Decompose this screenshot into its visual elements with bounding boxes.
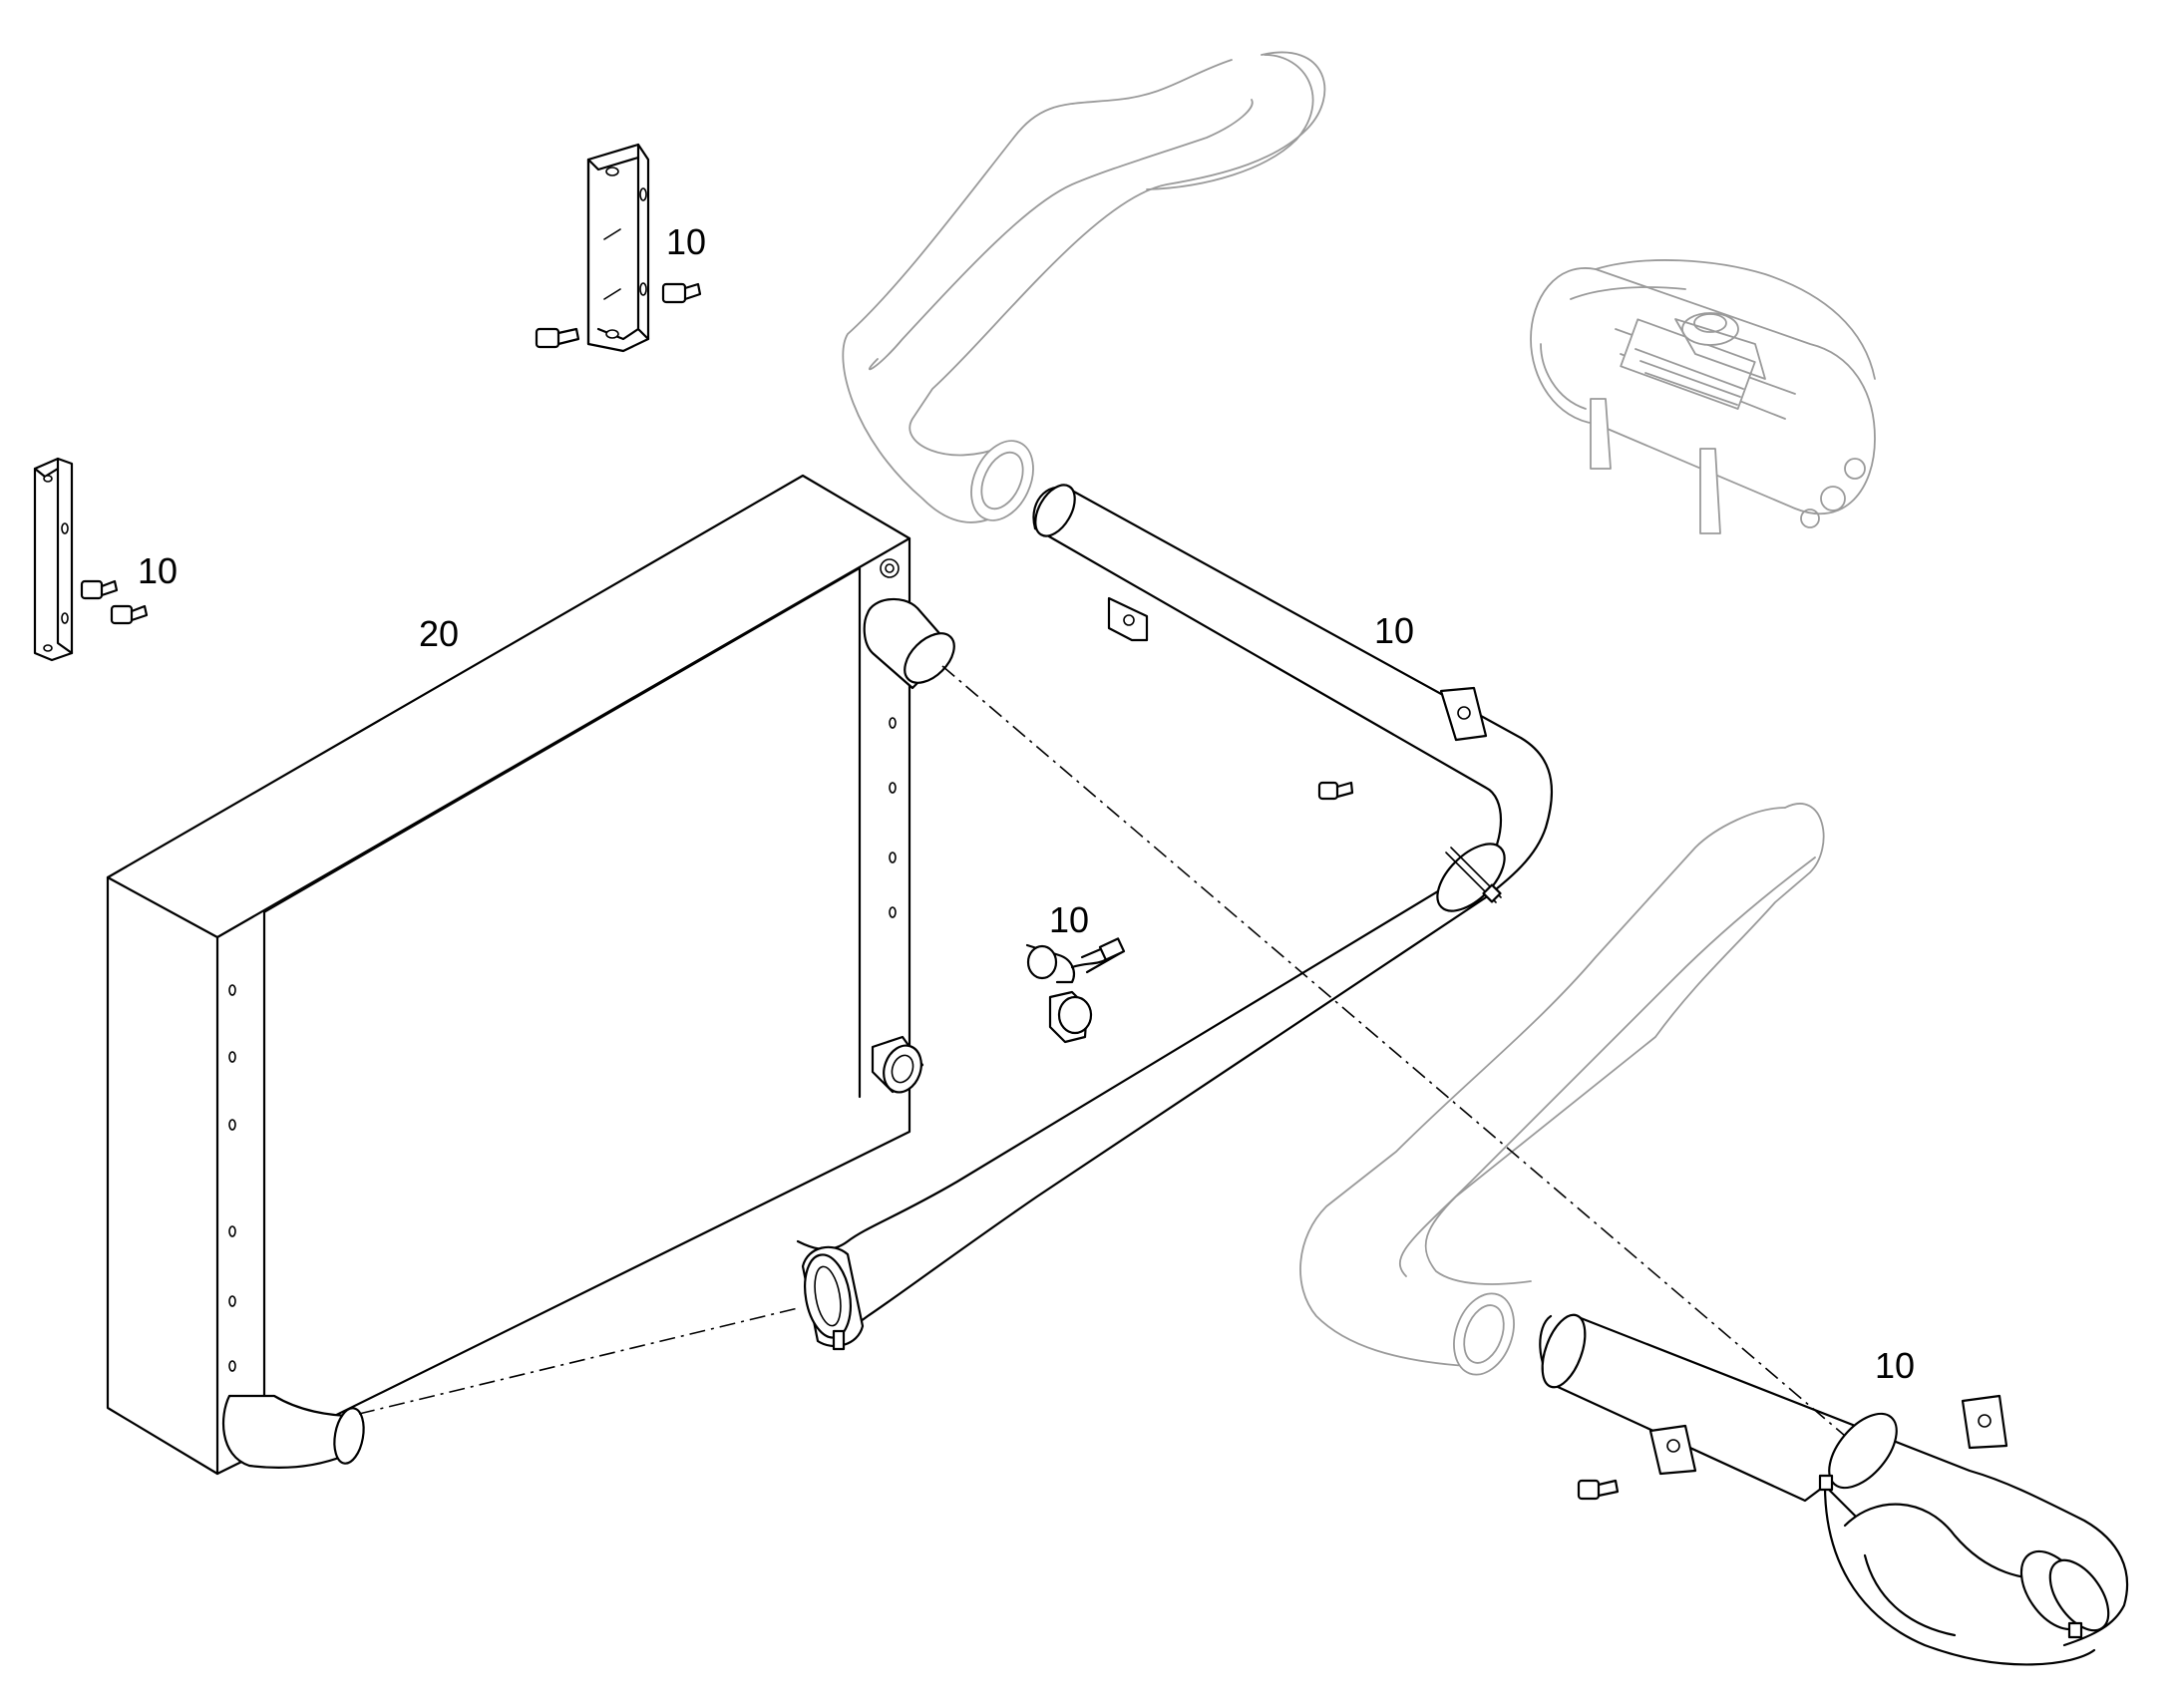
- mounting-bracket-left: [33, 457, 74, 662]
- callout-lower-pipe: 10: [1875, 1345, 1915, 1386]
- upper-coolant-pipe: [796, 484, 1554, 1351]
- bolt-icon: [1317, 781, 1354, 801]
- callout-bracket-top: 10: [666, 221, 706, 262]
- callout-radiator: 20: [419, 613, 459, 654]
- mounting-bracket-top: [586, 143, 650, 353]
- expansion-tank-ghost: [1530, 259, 1876, 534]
- ghost-lower-engine-hose: [1299, 803, 1825, 1376]
- bolt-icon: [80, 579, 119, 600]
- ghost-upper-engine-hose: [842, 51, 1326, 523]
- plug-nut: [1048, 990, 1093, 1044]
- radiator: [106, 474, 955, 1476]
- bolt-icon: [1577, 1479, 1620, 1501]
- callout-bracket-left: 10: [138, 550, 178, 591]
- bleeder-fitting: [1025, 937, 1126, 984]
- centerline-upper: [941, 665, 1846, 1437]
- bolt-icon: [110, 604, 149, 625]
- callout-upper-pipe: 10: [1374, 610, 1414, 651]
- bolt-icon: [535, 327, 580, 349]
- bolt-icon: [661, 282, 702, 304]
- centerline-lower: [358, 1307, 799, 1415]
- lower-coolant-pipe: [1539, 1313, 2129, 1666]
- callout-fitting: 10: [1049, 899, 1089, 940]
